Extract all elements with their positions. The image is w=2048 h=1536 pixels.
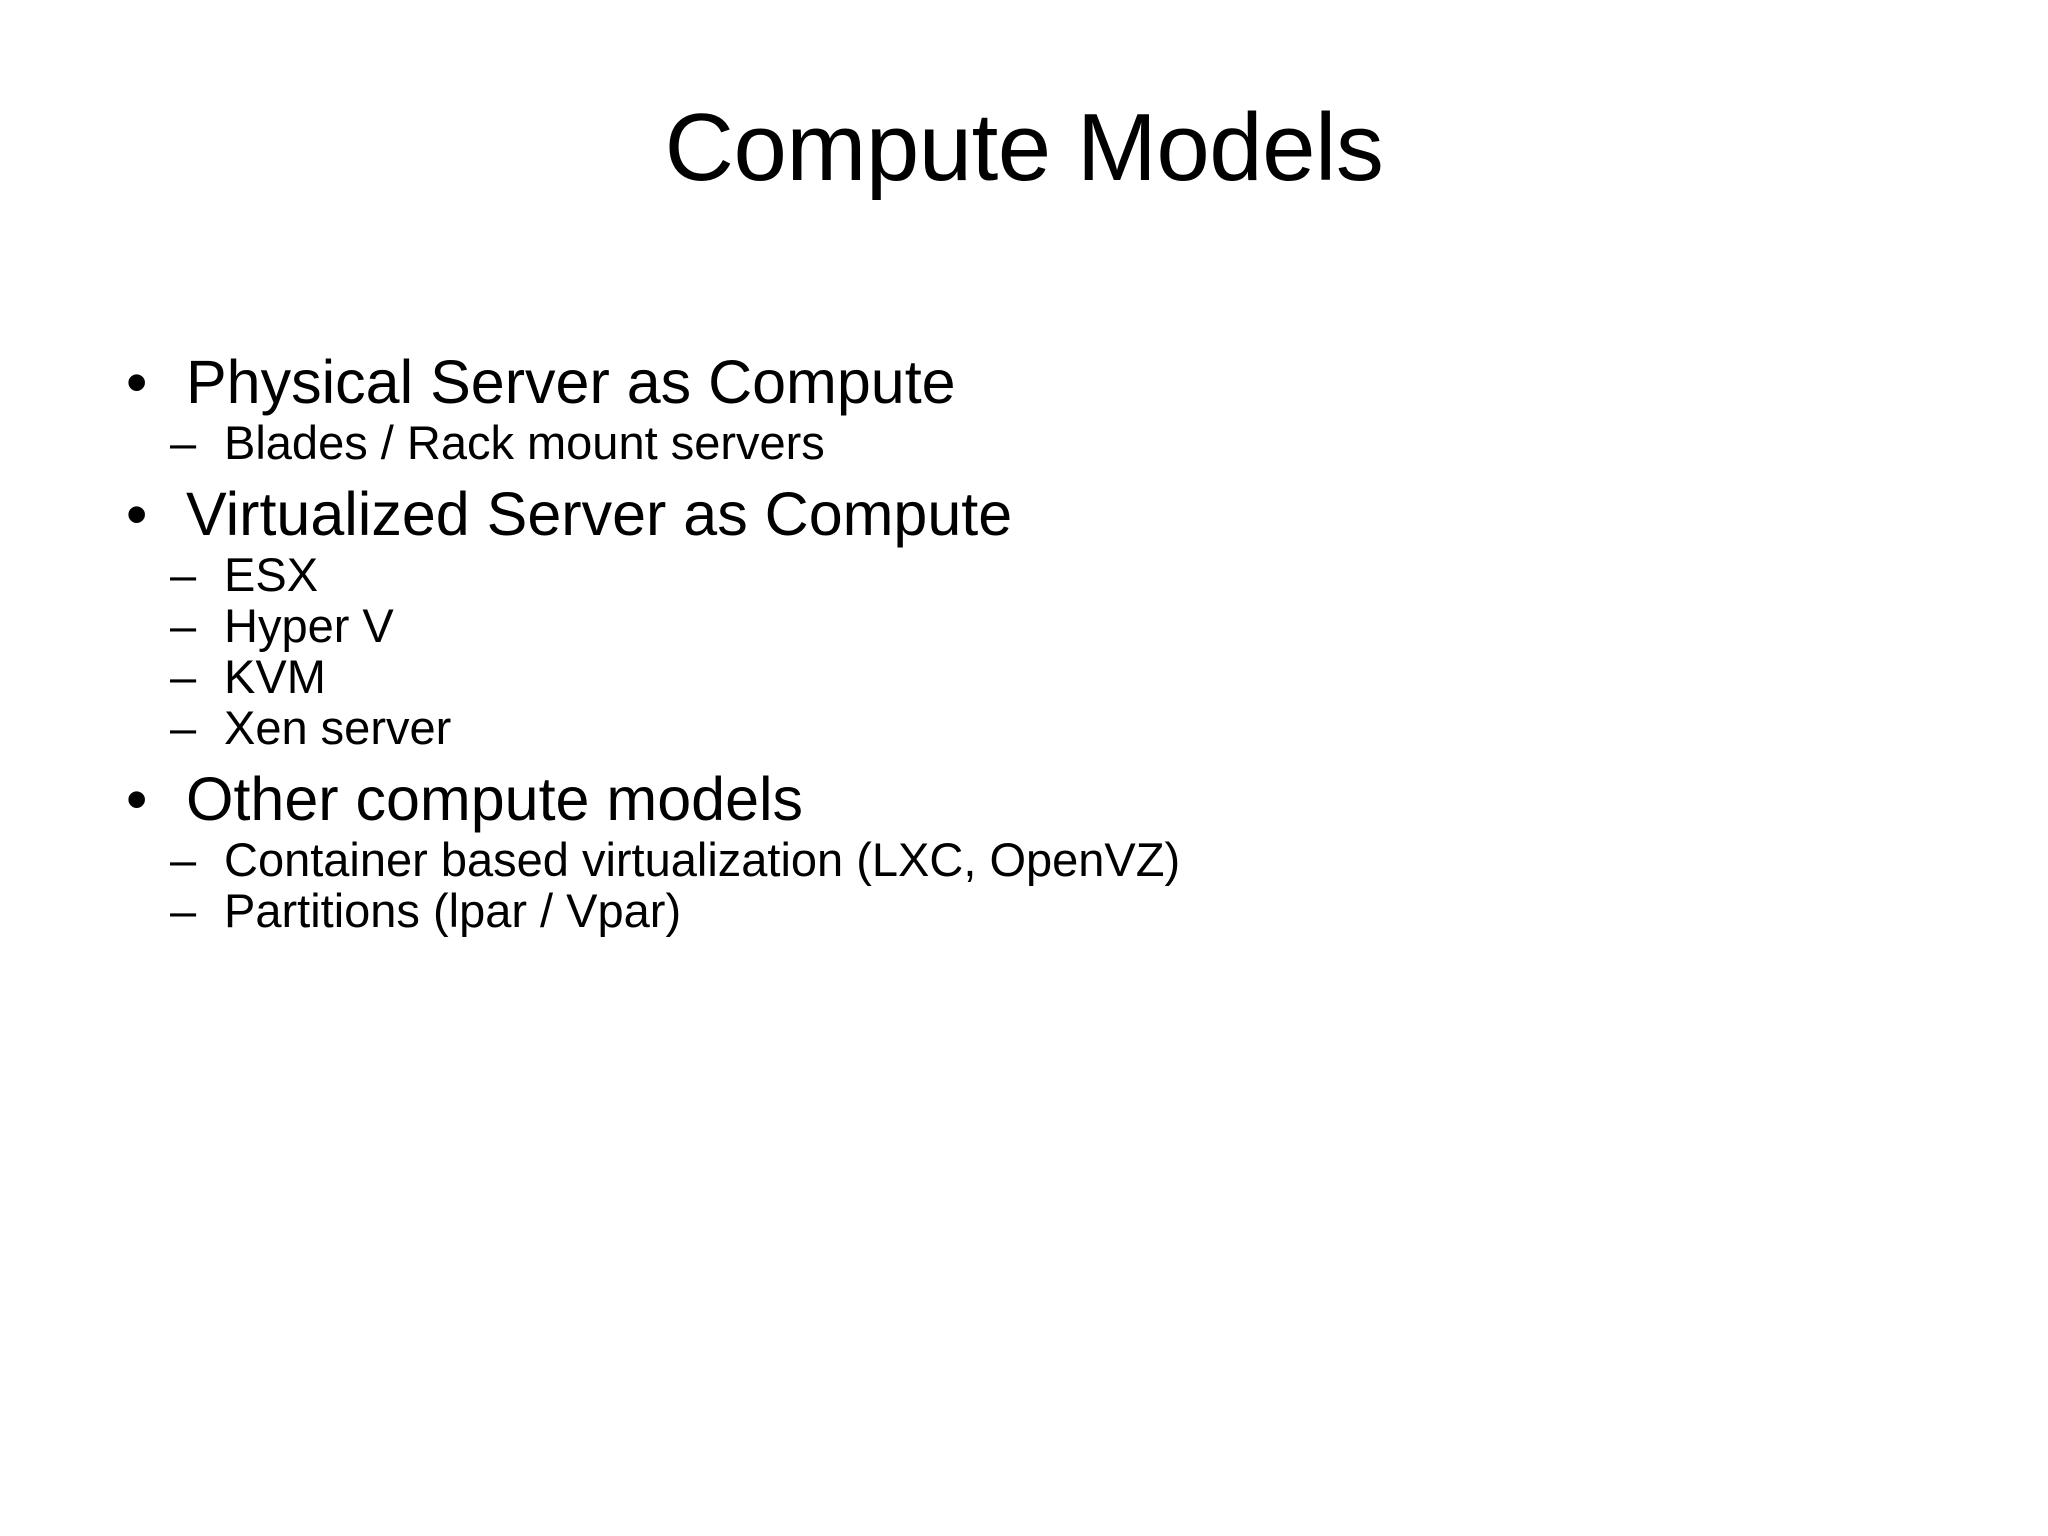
bullet-group: • Physical Server as Compute – Blades / …	[108, 352, 1968, 467]
bullet-dash-icon: –	[170, 548, 197, 601]
bullet-dash-icon: –	[170, 701, 197, 754]
page-title: Compute Models	[664, 94, 1384, 201]
bullet-level2-label: Partitions (lpar / Vpar)	[224, 884, 682, 937]
bullet-dash-icon: –	[170, 833, 197, 886]
bullet-dash-icon: –	[170, 650, 197, 703]
bullet-level2-label: Hyper V	[224, 599, 394, 652]
sub-bullet-list: – Container based virtualization (LXC, O…	[108, 836, 1968, 934]
bullet-level2: – Container based virtualization (LXC, O…	[108, 836, 1968, 883]
bullet-level2-label: KVM	[224, 650, 326, 703]
bullet-level2: – Partitions (lpar / Vpar)	[108, 887, 1968, 934]
bullet-dash-icon: –	[170, 884, 197, 937]
bullet-level1: • Virtualized Server as Compute	[108, 484, 1968, 545]
bullet-level2: – Xen server	[108, 704, 1968, 751]
bullet-level2: – Blades / Rack mount servers	[108, 419, 1968, 466]
sub-bullet-list: – Blades / Rack mount servers	[108, 419, 1968, 466]
bullet-group: • Other compute models – Container based…	[108, 769, 1968, 935]
bullet-level2: – ESX	[108, 551, 1968, 598]
bullet-dash-icon: –	[170, 416, 197, 469]
bullet-level2-label: Container based virtualization (LXC, Ope…	[224, 833, 1181, 886]
slide-body: • Physical Server as Compute – Blades / …	[108, 352, 1968, 938]
bullet-level2-label: ESX	[224, 548, 319, 601]
sub-bullet-list: – ESX – Hyper V – KVM – Xen server	[108, 551, 1968, 751]
bullet-level2-label: Blades / Rack mount servers	[224, 416, 825, 469]
bullet-level1-label: Other compute models	[186, 765, 804, 833]
bullet-dash-icon: –	[170, 599, 197, 652]
bullet-dot-icon: •	[126, 348, 148, 416]
bullet-level2: – Hyper V	[108, 602, 1968, 649]
bullet-level2: – KVM	[108, 653, 1968, 700]
outline-list: • Physical Server as Compute – Blades / …	[108, 352, 1968, 935]
bullet-level1: • Other compute models	[108, 769, 1968, 830]
bullet-level2-label: Xen server	[224, 701, 452, 754]
bullet-level1: • Physical Server as Compute	[108, 352, 1968, 413]
bullet-level1-label: Physical Server as Compute	[186, 348, 956, 416]
bullet-group: • Virtualized Server as Compute – ESX – …	[108, 484, 1968, 752]
bullet-dot-icon: •	[126, 480, 148, 548]
bullet-dot-icon: •	[126, 765, 148, 833]
bullet-level1-label: Virtualized Server as Compute	[186, 480, 1013, 548]
